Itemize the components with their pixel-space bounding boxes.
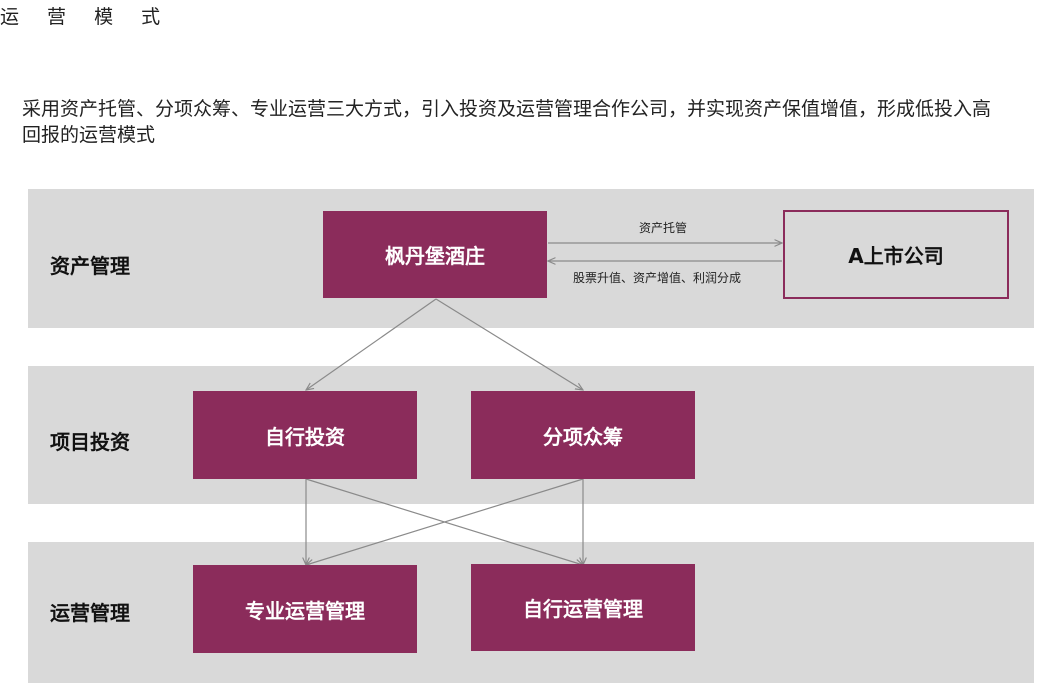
box-self-invest: 自行投资 bbox=[193, 391, 417, 479]
arrow-label-bottom: 股票升值、资产增值、利润分成 bbox=[573, 271, 742, 285]
band-label-operate: 运营管理 bbox=[50, 601, 130, 625]
box-listed-company: A上市公司 bbox=[783, 210, 1009, 299]
intro-text: 采用资产托管、分项众筹、专业运营三大方式，引入投资及运营管理合作公司，并实现资产… bbox=[22, 98, 992, 146]
box-self-operate: 自行运营管理 bbox=[471, 564, 695, 651]
band-label-invest: 项目投资 bbox=[50, 430, 130, 454]
box-winery: 枫丹堡酒庄 bbox=[323, 211, 547, 298]
link-winery-self-invest bbox=[306, 298, 437, 390]
page-title: 运 营 模 式 bbox=[0, 6, 172, 28]
box-pro-operate: 专业运营管理 bbox=[193, 565, 417, 653]
box-crowdfund: 分项众筹 bbox=[471, 391, 695, 479]
band-label-asset: 资产管理 bbox=[50, 254, 130, 278]
link-crowdfund-pro-operate bbox=[306, 478, 584, 565]
arrow-label-top: 资产托管 bbox=[639, 221, 688, 235]
link-winery-crowdfund bbox=[435, 298, 583, 390]
